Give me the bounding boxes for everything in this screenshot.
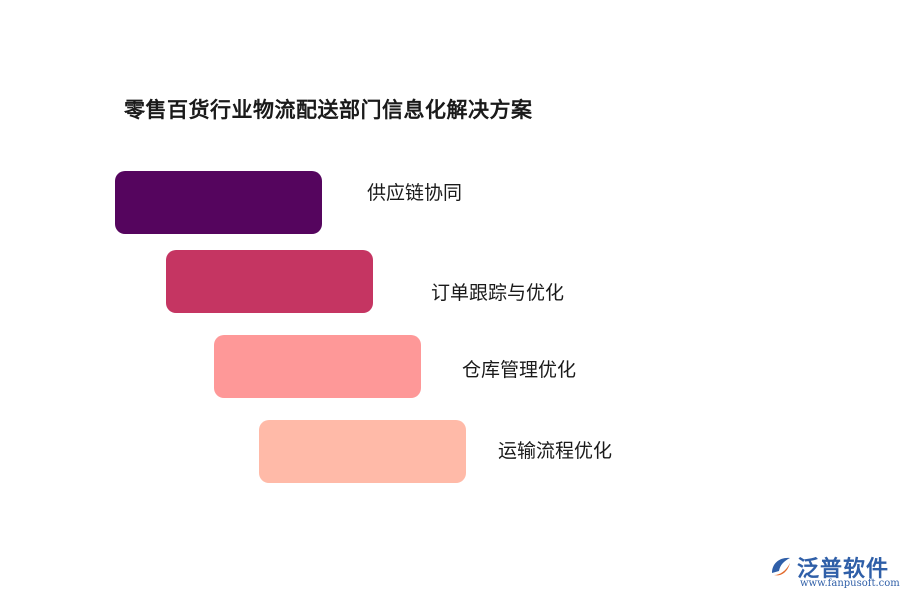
fanpu-logo-icon: [772, 557, 790, 576]
company-logo: 泛普软件 www.fanpusoft.com: [766, 551, 900, 593]
step-bar-1: [115, 171, 322, 234]
step-bar-4: [259, 420, 466, 483]
logo-url: www.fanpusoft.com: [800, 578, 900, 589]
logo-name: 泛普软件: [797, 557, 890, 582]
diagram-title: 零售百货行业物流配送部门信息化解决方案: [124, 98, 533, 122]
step-label-1: 供应链协同: [367, 182, 463, 204]
step-label-4: 运输流程优化: [498, 440, 613, 462]
step-bar-2: [166, 250, 373, 313]
step-label-3: 仓库管理优化: [462, 359, 577, 381]
step-bar-3: [214, 335, 421, 398]
step-label-2: 订单跟踪与优化: [431, 282, 565, 304]
